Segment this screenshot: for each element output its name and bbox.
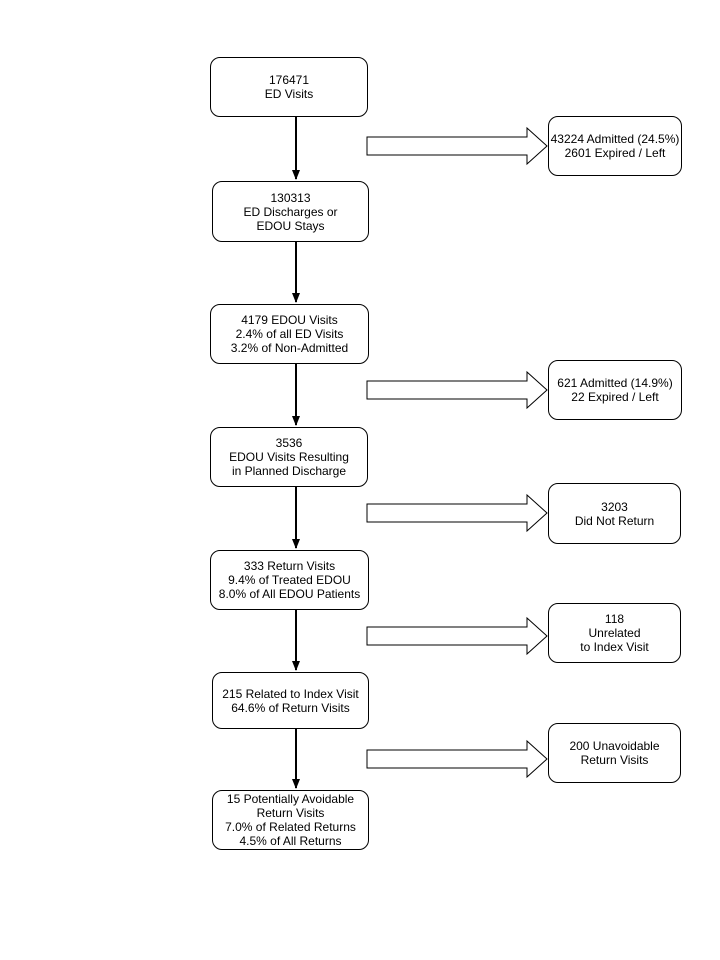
- node-line: 22 Expired / Left: [571, 390, 659, 404]
- node-unavoidable: 200 Unavoidable Return Visits: [548, 723, 681, 783]
- block-arrow-4: [366, 616, 548, 656]
- node-ed-visits: 176471 ED Visits: [210, 57, 368, 117]
- node-line: Return Visits: [580, 753, 649, 767]
- node-line: 2.4% of all ED Visits: [235, 327, 344, 341]
- node-line: 15 Potentially Avoidable: [226, 792, 355, 806]
- node-line: 9.4% of Treated EDOU: [228, 573, 351, 587]
- node-line: 43224 Admitted (24.5%): [550, 132, 680, 146]
- node-line: 4179 EDOU Visits: [241, 313, 338, 327]
- node-line: Return Visits: [256, 806, 325, 820]
- node-planned-discharge: 3536 EDOU Visits Resulting in Planned Di…: [210, 427, 368, 487]
- node-line: EDOU Stays: [256, 218, 325, 233]
- node-line: 176471: [268, 73, 310, 87]
- node-line: 4.5% of All Returns: [239, 834, 342, 848]
- node-line: to Index Visit: [580, 640, 649, 654]
- node-line: Unrelated: [588, 626, 641, 640]
- node-line: ED Visits: [264, 87, 314, 101]
- node-unrelated: 118 Unrelated to Index Visit: [548, 603, 681, 663]
- node-line: 215 Related to Index Visit: [222, 686, 359, 701]
- node-line: ED Discharges or: [243, 204, 338, 219]
- node-line: 7.0% of Related Returns: [225, 820, 356, 834]
- node-line: in Planned Discharge: [231, 464, 347, 478]
- block-arrow-5: [366, 739, 548, 779]
- node-line: 333 Return Visits: [243, 559, 336, 573]
- node-line: 8.0% of All EDOU Patients: [218, 587, 361, 601]
- block-arrow-2: [366, 370, 548, 410]
- node-line: EDOU Visits Resulting: [229, 450, 349, 464]
- node-admitted-expired-1: 43224 Admitted (24.5%) 2601 Expired / Le…: [548, 116, 682, 176]
- node-line: 3.2% of Non-Admitted: [230, 341, 349, 355]
- node-line: 3203: [601, 499, 628, 514]
- node-did-not-return: 3203 Did Not Return: [548, 483, 681, 544]
- node-line: Did Not Return: [574, 513, 655, 528]
- node-return-visits: 333 Return Visits 9.4% of Treated EDOU 8…: [210, 550, 369, 610]
- node-line: 118: [604, 612, 625, 626]
- node-admitted-expired-2: 621 Admitted (14.9%) 22 Expired / Left: [548, 360, 682, 420]
- node-edou-visits: 4179 EDOU Visits 2.4% of all ED Visits 3…: [210, 304, 369, 364]
- node-line: 621 Admitted (14.9%): [557, 376, 673, 390]
- node-related-index: 215 Related to Index Visit 64.6% of Retu…: [212, 672, 369, 729]
- block-arrow-3: [366, 493, 548, 533]
- node-line: 200 Unavoidable: [569, 739, 660, 753]
- node-line: 130313: [270, 190, 311, 205]
- node-line: 3536: [275, 436, 303, 450]
- node-potentially-avoidable: 15 Potentially Avoidable Return Visits 7…: [212, 790, 369, 850]
- node-line: 2601 Expired / Left: [564, 146, 666, 160]
- node-ed-discharges: 130313 ED Discharges or EDOU Stays: [212, 181, 369, 242]
- node-line: 64.6% of Return Visits: [231, 700, 350, 715]
- block-arrow-1: [366, 126, 548, 166]
